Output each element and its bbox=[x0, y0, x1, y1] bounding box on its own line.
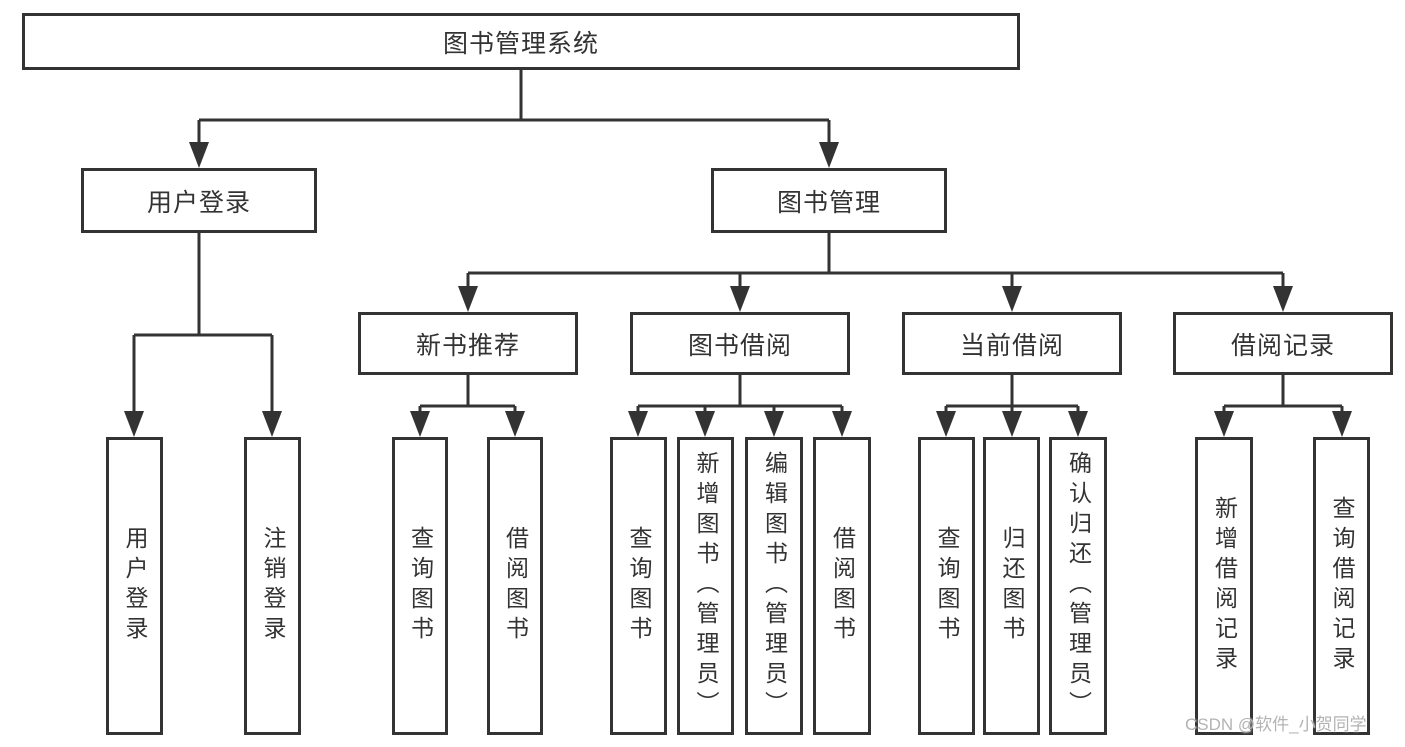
leaf-label: 查询图书 bbox=[407, 526, 434, 646]
watermark-csdn: CSDN @软件_小贺同学 bbox=[1185, 715, 1367, 734]
node-borrowing-records: 借阅记录 bbox=[1173, 312, 1393, 375]
leaf-edit-books-admin: 编辑图书（管理员） bbox=[745, 437, 803, 735]
node-label: 图书借阅 bbox=[687, 331, 792, 360]
leaf-borrow-books: 借阅图书 bbox=[813, 437, 871, 735]
leaf-label: 新增借阅记录 bbox=[1211, 496, 1238, 676]
leaf-query-books-current: 查询图书 bbox=[918, 437, 975, 735]
leaf-confirm-return-admin: 确认归还（管理员） bbox=[1049, 437, 1107, 735]
leaf-user-login: 用户登录 bbox=[106, 437, 163, 735]
leaf-label: 注销登录 bbox=[260, 526, 286, 646]
leaf-borrow-books-recommend: 借阅图书 bbox=[487, 437, 543, 735]
leaf-label: 查询图书 bbox=[626, 526, 652, 646]
leaf-logout: 注销登录 bbox=[244, 437, 301, 735]
node-library-management-system: 图书管理系统 bbox=[22, 13, 1020, 70]
node-label: 新书推荐 bbox=[415, 331, 520, 360]
node-book-management: 图书管理 bbox=[711, 168, 947, 233]
leaf-label: 查询图书 bbox=[934, 526, 960, 646]
leaf-label: 编辑图书（管理员） bbox=[761, 451, 788, 721]
leaf-label: 确认归还（管理员） bbox=[1065, 451, 1092, 721]
node-label: 图书管理系统 bbox=[442, 29, 599, 58]
leaf-label: 借阅图书 bbox=[502, 526, 529, 646]
node-label: 图书管理 bbox=[776, 188, 881, 217]
leaf-return-books: 归还图书 bbox=[983, 437, 1040, 735]
leaf-query-books-recommend: 查询图书 bbox=[392, 437, 448, 735]
leaf-label: 归还图书 bbox=[999, 526, 1025, 646]
node-user-login: 用户登录 bbox=[81, 168, 317, 233]
node-current-borrowing: 当前借阅 bbox=[902, 312, 1122, 375]
leaf-query-borrowing-record: 查询借阅记录 bbox=[1313, 437, 1370, 735]
leaf-label: 新增图书（管理员） bbox=[693, 451, 719, 721]
node-new-book-recommendation: 新书推荐 bbox=[358, 312, 578, 375]
node-label: 用户登录 bbox=[146, 188, 251, 217]
leaf-query-books-borrowing: 查询图书 bbox=[610, 437, 667, 735]
node-label: 当前借阅 bbox=[959, 331, 1064, 360]
node-book-borrowing: 图书借阅 bbox=[630, 312, 850, 375]
node-label: 借阅记录 bbox=[1230, 331, 1335, 360]
leaf-label: 借阅图书 bbox=[829, 526, 856, 646]
leaf-label: 用户登录 bbox=[122, 526, 148, 646]
leaf-label: 查询借阅记录 bbox=[1329, 496, 1355, 676]
leaf-add-books-admin: 新增图书（管理员） bbox=[677, 437, 734, 735]
leaf-add-borrowing-record: 新增借阅记录 bbox=[1195, 437, 1253, 735]
